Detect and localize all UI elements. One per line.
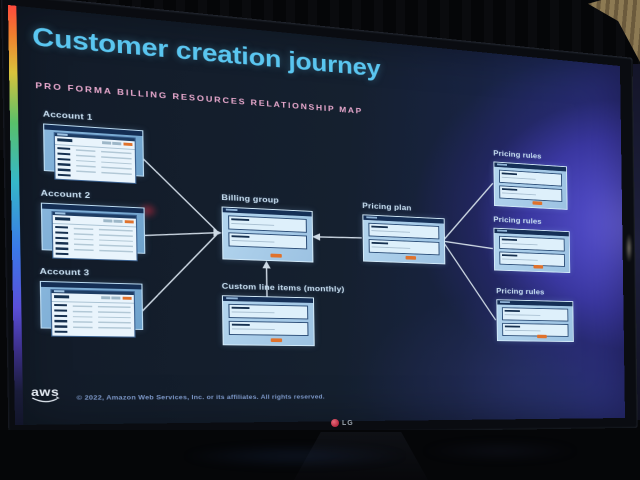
node-billing-group: Billing group bbox=[221, 193, 313, 262]
pricing-rules-3-window bbox=[496, 299, 573, 342]
lg-logo: LG bbox=[331, 419, 354, 427]
table-column-lines bbox=[98, 305, 131, 332]
table-column-lines bbox=[74, 227, 94, 254]
account-1-window bbox=[43, 123, 144, 176]
table-column-lines bbox=[99, 228, 133, 256]
form-field bbox=[499, 251, 565, 266]
nav-list-glyphs bbox=[55, 226, 68, 255]
logo-dash bbox=[55, 217, 70, 220]
node-account-3: Account 3 bbox=[40, 267, 144, 329]
window-content bbox=[50, 289, 135, 338]
table-reflection bbox=[420, 440, 580, 462]
bezel-glint bbox=[626, 234, 632, 262]
orange-button-glyph bbox=[123, 143, 132, 146]
toolbar bbox=[52, 293, 134, 304]
edge-pricing-plan-pricing-rules-2 bbox=[444, 241, 493, 248]
form-field bbox=[369, 239, 440, 255]
edge-pricing-plan-pricing-rules-3 bbox=[444, 243, 496, 320]
form-field bbox=[499, 235, 565, 251]
pricing-rules-3-label: Pricing rules bbox=[496, 287, 573, 296]
toolbar-pill bbox=[103, 219, 112, 222]
form-field bbox=[228, 215, 307, 233]
window-content bbox=[499, 235, 565, 269]
arrowhead-into-billing-bottom bbox=[262, 261, 270, 269]
node-pricing-rules-2: Pricing rules bbox=[493, 216, 570, 273]
table-column-lines bbox=[76, 149, 96, 177]
edge-pricing-plan-billing-group bbox=[317, 236, 362, 239]
table-column-lines bbox=[101, 150, 132, 178]
account-3-window bbox=[40, 280, 143, 329]
orange-button-glyph bbox=[125, 220, 134, 223]
table-column-lines bbox=[73, 305, 93, 332]
window-content bbox=[228, 303, 308, 343]
account-2-window bbox=[41, 202, 146, 253]
custom-line-items-label: Custom line items (monthly) bbox=[222, 282, 345, 293]
orange-button-glyph bbox=[270, 253, 281, 257]
node-account-1: Account 1 bbox=[43, 110, 144, 177]
account-3-label: Account 3 bbox=[40, 267, 143, 278]
edge-pricing-plan-pricing-rules-1 bbox=[443, 180, 494, 241]
toolbar-pill bbox=[113, 220, 122, 223]
form-field bbox=[502, 307, 568, 321]
window-content bbox=[228, 215, 307, 259]
window-titlebar bbox=[497, 300, 572, 306]
window-content bbox=[54, 132, 137, 184]
orange-button-glyph bbox=[123, 297, 132, 300]
orange-button-glyph bbox=[271, 338, 282, 342]
nav-list-glyphs bbox=[57, 147, 70, 176]
form-field bbox=[229, 320, 309, 335]
form-field bbox=[502, 322, 568, 336]
window-content bbox=[502, 307, 569, 339]
form-field bbox=[228, 232, 307, 249]
window-content bbox=[499, 169, 562, 206]
pricing-rules-2-window bbox=[493, 227, 570, 272]
logo-dash bbox=[54, 295, 69, 298]
table-reflection bbox=[180, 444, 410, 468]
node-pricing-plan: Pricing plan bbox=[362, 202, 445, 264]
lg-brand-text: LG bbox=[342, 420, 354, 427]
toolbar-pill bbox=[101, 296, 110, 299]
pricing-rules-1-window bbox=[493, 161, 567, 209]
pricing-plan-window bbox=[362, 214, 445, 264]
edge-account-2-billing-group bbox=[144, 230, 217, 239]
presentation-slide: Customer creation journey PRO FORMA BILL… bbox=[8, 5, 625, 425]
orange-button-glyph bbox=[406, 255, 417, 259]
arrowhead-into-billing-right bbox=[312, 233, 320, 241]
node-pricing-rules-1: Pricing rules bbox=[493, 149, 567, 209]
toolbar-pill bbox=[112, 142, 121, 146]
form-field bbox=[368, 222, 439, 239]
nav-list-glyphs bbox=[54, 304, 67, 333]
aws-logo: aws bbox=[31, 386, 66, 405]
toolbar-pill bbox=[111, 296, 120, 299]
billing-group-window bbox=[222, 206, 314, 262]
window-titlebar bbox=[223, 296, 313, 303]
edge-account-1-billing-group bbox=[143, 158, 217, 231]
form-field bbox=[499, 185, 562, 202]
node-account-2: Account 2 bbox=[41, 189, 146, 254]
orange-button-glyph bbox=[534, 264, 544, 268]
orange-button-glyph bbox=[532, 201, 542, 205]
arrowhead-into-billing-left bbox=[213, 229, 222, 237]
window-content bbox=[51, 211, 137, 261]
lg-logo-icon bbox=[331, 419, 339, 427]
logo-dash bbox=[57, 138, 72, 141]
window-content bbox=[368, 222, 439, 261]
edge-account-3-billing-group bbox=[141, 231, 218, 313]
orange-button-glyph bbox=[537, 334, 547, 338]
form-field bbox=[228, 303, 308, 319]
form-field bbox=[499, 169, 562, 186]
node-pricing-rules-3: Pricing rules bbox=[496, 287, 574, 342]
node-custom-line-items: Custom line items (monthly) bbox=[222, 282, 346, 346]
custom-line-items-window bbox=[222, 295, 315, 346]
toolbar-pill bbox=[102, 141, 111, 145]
